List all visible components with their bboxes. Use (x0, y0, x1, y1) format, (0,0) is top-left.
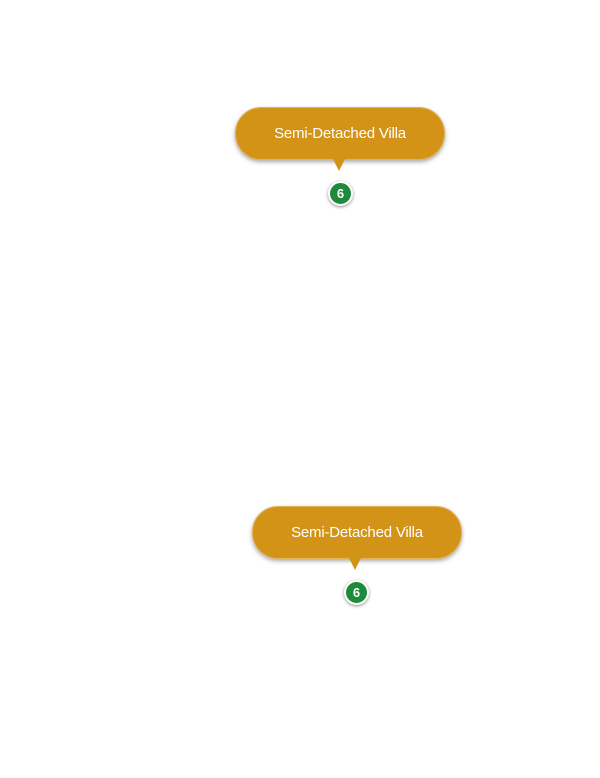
callout-pointer (348, 556, 362, 570)
property-type-label: Semi-Detached Villa (291, 524, 423, 541)
listing-count: 6 (336, 186, 345, 201)
listing-count-badge[interactable]: 6 (344, 580, 369, 605)
map-marker[interactable]: Semi-Detached Villa 6 (252, 506, 462, 616)
property-type-label: Semi-Detached Villa (274, 125, 406, 142)
listing-count: 6 (352, 585, 361, 600)
listing-count-badge[interactable]: 6 (328, 181, 353, 206)
property-type-callout[interactable]: Semi-Detached Villa (235, 107, 445, 160)
property-type-callout[interactable]: Semi-Detached Villa (252, 506, 462, 559)
map-marker[interactable]: Semi-Detached Villa 6 (235, 107, 445, 217)
callout-pointer (332, 157, 346, 171)
